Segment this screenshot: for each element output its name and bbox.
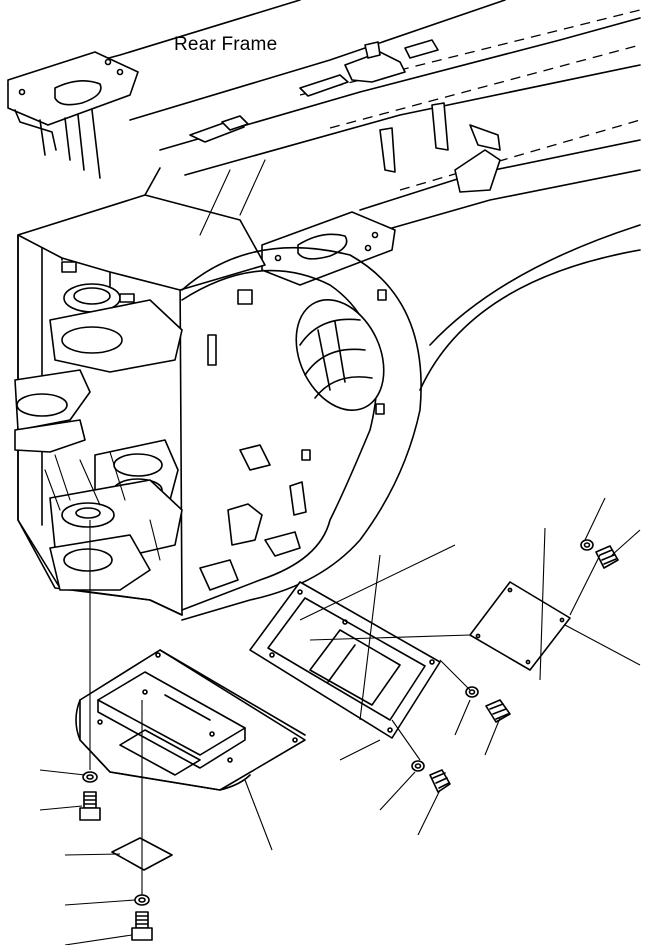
bolt bbox=[485, 699, 511, 723]
bolt bbox=[131, 911, 153, 941]
washer bbox=[82, 771, 98, 783]
cover-plate-large bbox=[249, 581, 441, 739]
washer bbox=[411, 760, 425, 772]
leader-lines bbox=[39, 497, 641, 945]
washer bbox=[134, 894, 150, 906]
cover-plate-small bbox=[469, 581, 571, 671]
fasteners bbox=[79, 539, 619, 941]
washer bbox=[580, 539, 594, 551]
rear-frame bbox=[7, 0, 641, 621]
bolt bbox=[595, 545, 619, 569]
bolt bbox=[429, 769, 451, 793]
alignment-lines bbox=[89, 520, 641, 895]
diagram-title: Rear Frame bbox=[174, 34, 278, 55]
bolt bbox=[79, 791, 101, 821]
bottom-guard-plate bbox=[75, 649, 306, 791]
